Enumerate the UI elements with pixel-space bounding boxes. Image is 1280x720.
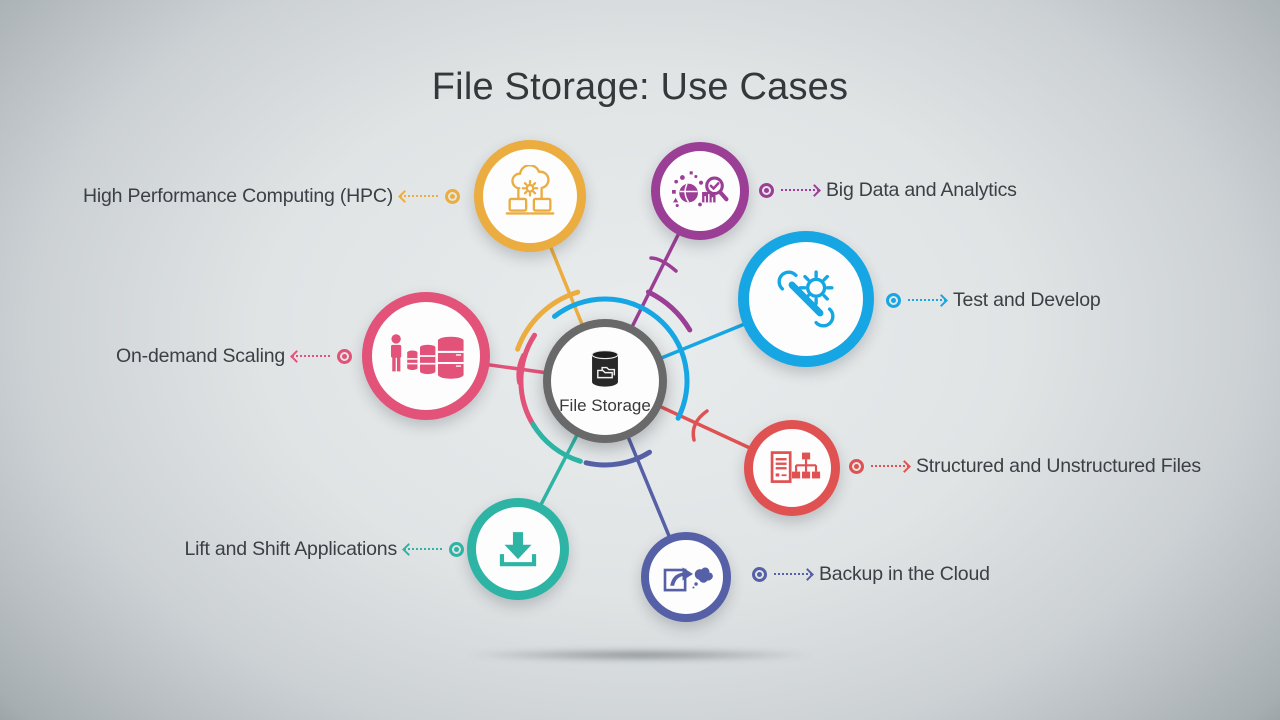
- donut-marker-icon: [337, 348, 352, 364]
- dotted-arrow-icon: [404, 544, 442, 554]
- hub-arc-blue: [552, 296, 690, 421]
- export-cloud-icon: [663, 567, 713, 592]
- dotted-arrow-icon: [871, 461, 909, 471]
- donut-marker-icon: [886, 292, 901, 308]
- node-label: On-demand Scaling: [116, 344, 285, 367]
- label-row-backup-cloud: Backup in the Cloud: [752, 560, 990, 588]
- hub-arc-indigo: [583, 449, 652, 468]
- donut-marker-icon: [449, 541, 464, 557]
- label-row-hpc: High Performance Computing (HPC): [83, 182, 460, 210]
- node-on-demand-scaling: [362, 292, 490, 420]
- node-label: Lift and Shift Applications: [184, 537, 398, 560]
- node-lift-shift: [467, 498, 569, 600]
- dotted-arrow-icon: [781, 185, 819, 195]
- node-test-develop: [738, 231, 874, 367]
- dotted-arrow-icon: [908, 295, 946, 305]
- node-structured-files: [744, 420, 840, 516]
- dotted-arrow-icon: [400, 191, 438, 201]
- node-label: Big Data and Analytics: [826, 178, 1017, 201]
- node-backup-cloud: [641, 532, 731, 622]
- hub-arc-pink: [518, 332, 537, 430]
- donut-marker-icon: [445, 188, 460, 204]
- label-row-structured-files: Structured and Unstructured Files: [849, 452, 1201, 480]
- hub-arc-yellow: [515, 289, 581, 352]
- storage-cylinder-folder-icon: [591, 350, 619, 387]
- donut-marker-icon: [849, 458, 864, 474]
- dotted-arrow-icon: [292, 351, 330, 361]
- label-row-test-develop: Test and Develop: [886, 286, 1101, 314]
- node-label: High Performance Computing (HPC): [82, 184, 393, 207]
- tbar-structured-files: [691, 409, 709, 442]
- donut-marker-icon: [752, 566, 767, 582]
- user-database-scaling-icon: [390, 334, 464, 379]
- page-title: File Storage: Use Cases: [431, 66, 849, 108]
- label-row-big-data: Big Data and Analytics: [759, 176, 1017, 204]
- tbar-big-data: [649, 256, 678, 273]
- wrench-gear-icon: [777, 270, 835, 328]
- label-row-on-demand-scaling: On-demand Scaling: [116, 342, 352, 370]
- node-big-data: [651, 142, 749, 240]
- download-icon: [499, 532, 537, 567]
- dotted-arrow-icon: [774, 569, 812, 579]
- label-row-lift-shift: Lift and Shift Applications: [184, 535, 464, 563]
- cloud-computing-icon: [505, 165, 555, 215]
- node-label: Test and Develop: [953, 288, 1101, 311]
- floor-shadow: [395, 646, 885, 664]
- donut-marker-icon: [759, 182, 774, 198]
- hub-arc-teal: [530, 421, 583, 464]
- document-hierarchy-icon: [770, 451, 821, 483]
- globe-analytics-icon: [672, 171, 729, 208]
- node-hpc: [474, 140, 586, 252]
- hub-label: File Storage: [559, 396, 651, 415]
- node-label: Structured and Unstructured Files: [916, 454, 1201, 477]
- hub-arc-purple: [645, 289, 693, 333]
- hub-file-storage: File Storage: [543, 319, 667, 443]
- node-label: Backup in the Cloud: [819, 562, 990, 585]
